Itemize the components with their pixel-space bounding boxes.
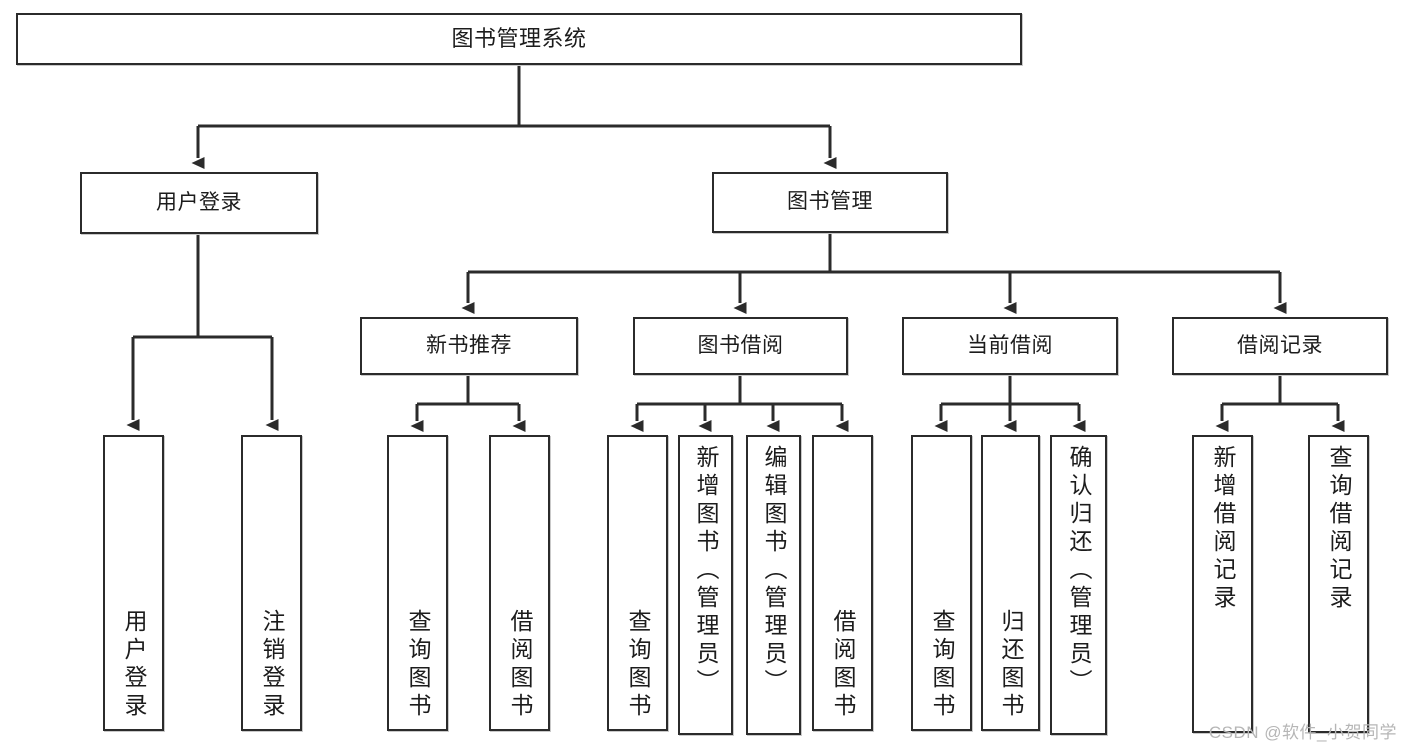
node-book-borrow[interactable]: 图书借阅 bbox=[633, 317, 848, 375]
watermark: CSDN @软件_小贺同学 bbox=[1208, 723, 1397, 742]
node-label: 新增借阅记录 bbox=[1210, 445, 1236, 613]
node-label: 新书推荐 bbox=[426, 333, 512, 357]
node-label: 新增图书（管理员） bbox=[693, 445, 719, 697]
leaf-query-book-borrow[interactable]: 查询图书 bbox=[607, 435, 668, 731]
leaf-confirm-return-admin[interactable]: 确认归还（管理员） bbox=[1050, 435, 1107, 735]
leaf-query-book-recommend[interactable]: 查询图书 bbox=[387, 435, 448, 731]
node-label: 查询图书 bbox=[625, 609, 651, 721]
node-label: 查询图书 bbox=[405, 609, 431, 721]
node-label: 图书管理 bbox=[787, 190, 873, 214]
node-label: 借阅记录 bbox=[1237, 333, 1323, 357]
node-label: 编辑图书（管理员） bbox=[761, 445, 787, 697]
node-label: 当前借阅 bbox=[967, 333, 1053, 357]
node-current-borrow[interactable]: 当前借阅 bbox=[902, 317, 1118, 375]
leaf-logout[interactable]: 注销登录 bbox=[241, 435, 302, 731]
leaf-borrow-book[interactable]: 借阅图书 bbox=[812, 435, 873, 731]
leaf-return-book[interactable]: 归还图书 bbox=[981, 435, 1040, 731]
leaf-query-borrow-record[interactable]: 查询借阅记录 bbox=[1308, 435, 1369, 733]
node-label: 归还图书 bbox=[998, 609, 1024, 721]
node-label: 查询图书 bbox=[929, 609, 955, 721]
node-root-system[interactable]: 图书管理系统 bbox=[16, 13, 1022, 65]
node-label: 查询借阅记录 bbox=[1326, 445, 1352, 613]
node-label: 图书借阅 bbox=[697, 333, 784, 357]
leaf-edit-book-admin[interactable]: 编辑图书（管理员） bbox=[746, 435, 801, 735]
node-label: 用户登录 bbox=[156, 190, 242, 214]
leaf-query-book-current[interactable]: 查询图书 bbox=[911, 435, 972, 731]
leaf-borrow-book-recommend[interactable]: 借阅图书 bbox=[489, 435, 550, 731]
node-label: 用户登录 bbox=[121, 609, 147, 721]
node-label: 图书管理系统 bbox=[451, 26, 587, 52]
leaf-user-login[interactable]: 用户登录 bbox=[103, 435, 164, 731]
node-label: 借阅图书 bbox=[830, 609, 856, 721]
node-label: 注销登录 bbox=[259, 609, 285, 721]
leaf-add-book-admin[interactable]: 新增图书（管理员） bbox=[678, 435, 733, 735]
leaf-add-borrow-record[interactable]: 新增借阅记录 bbox=[1192, 435, 1253, 733]
node-new-book-recommend[interactable]: 新书推荐 bbox=[360, 317, 578, 375]
node-label: 借阅图书 bbox=[507, 609, 533, 721]
node-user-login[interactable]: 用户登录 bbox=[80, 172, 318, 234]
node-book-manage[interactable]: 图书管理 bbox=[712, 172, 948, 233]
node-label: 确认归还（管理员） bbox=[1066, 445, 1092, 697]
node-borrow-record[interactable]: 借阅记录 bbox=[1172, 317, 1388, 375]
